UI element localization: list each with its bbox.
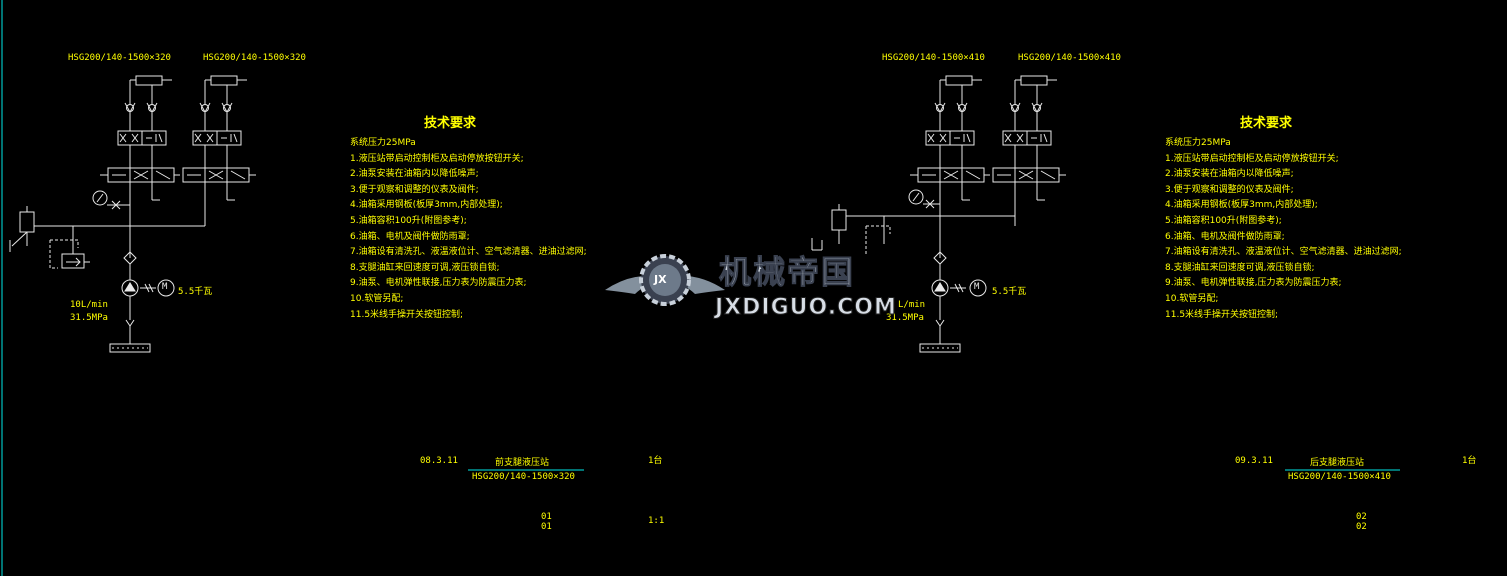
left-motor-power: 5.5千瓦 [178,287,213,297]
right-req-line: 6.油箱、电机及阀件做防雨罩; [1165,231,1285,242]
right-req-line: 5.油箱容积100升(附图参考); [1165,215,1282,226]
right-req-line: 9.油泵、电机弹性联接,压力表为防震压力表; [1165,278,1342,289]
left-cylinder-1-label: HSG200/140-1500×320 [68,53,171,63]
filter [19,211,35,233]
right-requirements-title: 技术要求 [1240,116,1293,131]
cylinder-1 [135,75,163,86]
motor-symbol-circle [157,279,175,297]
left-req-line: 3.便于观察和调整的仪表及阀件; [350,184,479,195]
right-title-name: 后支腿液压站 [1310,458,1365,468]
left-requirements-title: 技术要求 [424,116,477,131]
right-req-line: 系统压力25MPa [1165,138,1231,148]
left-req-line: 8.支腿油缸来回速度可调,液压锁自锁; [350,262,500,273]
right-pressure-label: 31.5MPa [886,313,924,323]
right-req-line: 3.便于观察和调整的仪表及阀件; [1165,184,1294,195]
left-title-name: 前支腿液压站 [495,458,550,468]
left-pressure-label: 31.5MPa [70,313,108,323]
right-req-line: 11.5米线手操开关按钮控制; [1165,309,1279,320]
watermark-url: JXDIGUO.COM [715,295,897,320]
right-requirements-list: 系统压力25MPa 1.液压站带启动控制柜及启动停放按钮开关; 2.油泵安装在油… [1165,136,1402,323]
left-flow-label: 10L/min [70,300,108,310]
right-title-qty: 1台 [1462,456,1477,466]
left-req-line: 1.液压站带启动控制柜及启动停放按钮开关; [350,153,524,164]
left-title-qty: 1台 [648,456,663,466]
right-flow-label: L/min [898,300,926,310]
right-req-line: 1.液压站带启动控制柜及启动停放按钮开关; [1165,153,1339,164]
right-cylinder-1-label: HSG200/140-1500×410 [882,53,985,63]
right-title-date: 09.3.11 [1235,456,1273,466]
right-req-line: 7.油箱设有清洗孔、液温液位计、空气滤清器、进油过滤网; [1165,247,1402,258]
left-requirements-list: 系统压力25MPa 1.液压站带启动控制柜及启动停放按钮开关; 2.油泵安装在油… [350,136,587,323]
left-title-model: HSG200/140-1500×320 [472,472,575,482]
right-req-line: 10.软管另配; [1165,293,1219,304]
left-req-line: 11.5米线手操开关按钮控制; [350,309,464,320]
pressure-gauge [92,190,108,206]
right-motor-symbol: M [974,282,980,292]
watermark-badge: JX [654,273,667,286]
cylinder-2 [210,75,238,86]
left-motor-symbol: M [162,282,168,292]
left-req-line: 系统压力25MPa [350,138,416,148]
right-title-model: HSG200/140-1500×410 [1288,472,1391,482]
right-title-no1: 02 [1356,512,1367,522]
right-title-no2: 02 [1356,522,1367,532]
relief-valve [61,253,85,269]
left-req-line: 5.油箱容积100升(附图参考); [350,215,467,226]
left-title-no1: 01 [541,512,552,522]
gear-wings-icon [605,254,725,306]
right-motor-power: 5.5千瓦 [992,287,1027,297]
left-req-line: 4.油箱采用钢板(板厚3mm,内部处理); [350,200,503,211]
left-req-line: 10.软管另配; [350,293,404,304]
watermark-logo: JX 机械帝国 JXDIGUO.COM [605,248,905,326]
watermark-title: 机械帝国 [718,253,856,291]
left-req-line: 7.油箱设有清洗孔、液温液位计、空气滤清器、进油过滤网; [350,247,587,258]
left-req-line: 9.油泵、电机弹性联接,压力表为防震压力表; [350,278,527,289]
left-title-scale: 1:1 [648,516,665,526]
left-req-line: 2.油泵安装在油箱内以降低噪声; [350,169,479,180]
oil-tank [109,343,151,353]
right-hydraulic-circuit [811,75,1066,353]
right-cylinder-2-label: HSG200/140-1500×410 [1018,53,1121,63]
left-req-line: 6.油箱、电机及阀件做防雨罩; [350,231,470,242]
left-title-no2: 01 [541,522,552,532]
left-hydraulic-circuit [9,75,256,353]
right-req-line: 2.油泵安装在油箱内以降低噪声; [1165,169,1294,180]
right-req-line: 8.支腿油缸来回速度可调,液压锁自锁; [1165,262,1315,273]
right-req-line: 4.油箱采用钢板(板厚3mm,内部处理); [1165,200,1318,211]
left-cylinder-2-label: HSG200/140-1500×320 [203,53,306,63]
left-title-date: 08.3.11 [420,456,458,466]
